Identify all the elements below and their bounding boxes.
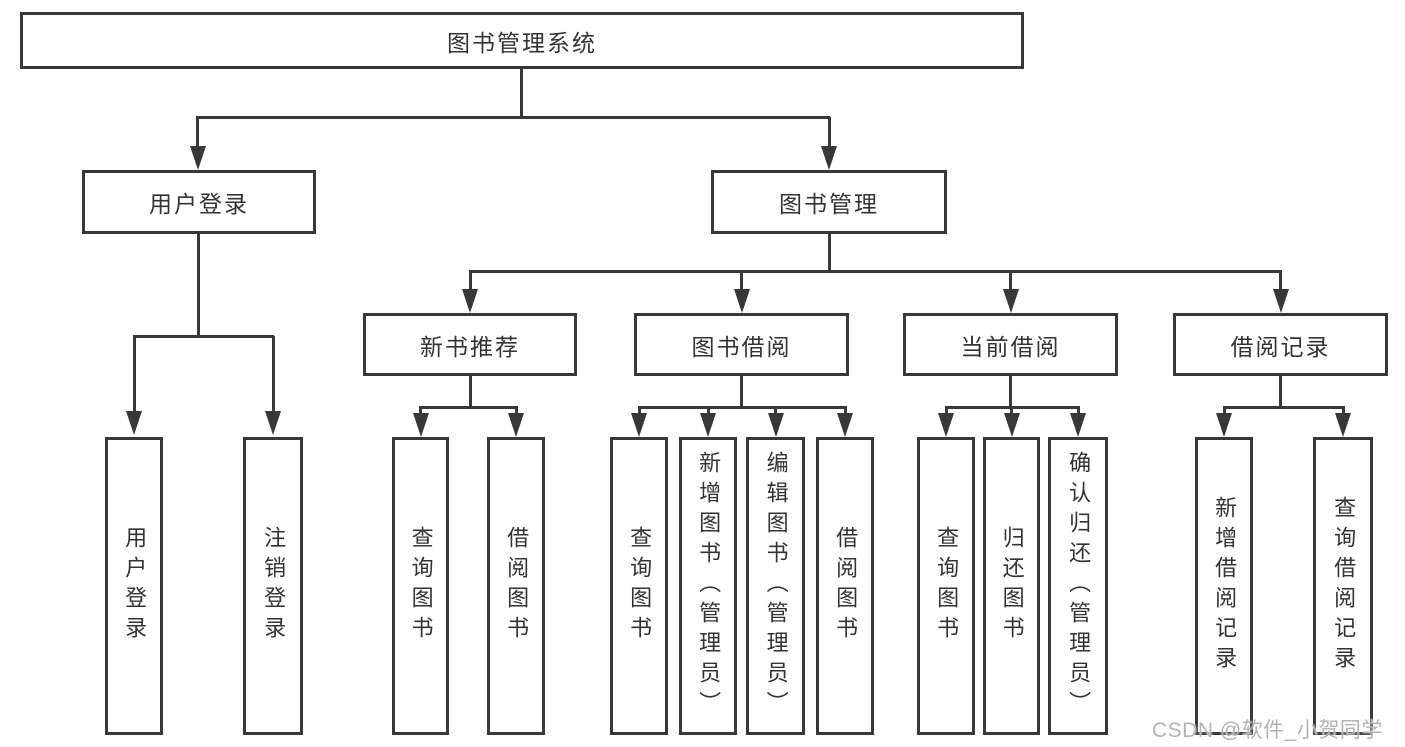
- connector-to-leaf-query-books-3: [944, 407, 948, 415]
- leaf-edit-book-admin: 编辑图书（管理员）: [746, 437, 805, 735]
- leaf-return-books-label: 归还图书: [999, 526, 1025, 646]
- connector-user-login-hline: [132, 334, 274, 338]
- leaf-return-books: 归还图书: [983, 437, 1040, 735]
- leaf-logout: 注销登录: [243, 437, 303, 735]
- arrowhead-leaf-borrow-books-1: [508, 413, 524, 437]
- node-user-login-label: 用户登录: [149, 191, 249, 217]
- leaf-query-books-2: 查询图书: [610, 437, 668, 735]
- watermark: CSDN @软件_小贺同学: [1152, 719, 1383, 742]
- leaf-query-books-1-label: 查询图书: [408, 526, 434, 646]
- arrowhead-book-management: [821, 146, 837, 170]
- node-book-management: 图书管理: [711, 170, 947, 234]
- node-user-login: 用户登录: [82, 170, 316, 234]
- connector-to-new-book-recommend: [468, 271, 472, 293]
- connector-root-stub: [520, 68, 523, 118]
- connector-to-leaf-user-login: [132, 336, 136, 413]
- leaf-confirm-return-admin-label: 确认归还（管理员）: [1066, 451, 1092, 721]
- connector-to-leaf-query-borrow-record: [1341, 407, 1345, 415]
- node-book-borrow-label: 图书借阅: [691, 333, 792, 360]
- leaf-add-book-admin: 新增图书（管理员）: [679, 437, 737, 735]
- connector-borrow-records-stub: [1279, 376, 1282, 407]
- arrowhead-leaf-edit-book: [767, 413, 784, 437]
- node-borrow-records: 借阅记录: [1173, 313, 1388, 376]
- connector-to-user-login: [196, 117, 199, 149]
- arrowhead-leaf-user-login: [126, 411, 142, 435]
- leaf-borrow-books-1-label: 借阅图书: [504, 526, 530, 646]
- connector-to-leaf-add-book: [706, 407, 710, 415]
- leaf-query-books-3: 查询图书: [917, 437, 975, 735]
- connector-to-leaf-borrow-books-1: [514, 407, 518, 415]
- connector-level2-hline: [196, 115, 830, 119]
- arrowhead-leaf-logout: [265, 411, 281, 435]
- node-book-management-label: 图书管理: [779, 191, 879, 217]
- connector-book-management-stub: [827, 232, 831, 272]
- arrowhead-leaf-query-borrow-record: [1335, 413, 1351, 437]
- connector-to-leaf-add-borrow-record: [1222, 407, 1226, 415]
- leaf-query-borrow-record: 查询借阅记录: [1313, 437, 1373, 735]
- arrowhead-leaf-confirm-return: [1070, 413, 1086, 437]
- connector-borrow-records-hline: [1222, 405, 1345, 409]
- node-current-borrow-label: 当前借阅: [960, 333, 1061, 360]
- leaf-edit-book-admin-label: 编辑图书（管理员）: [763, 451, 789, 721]
- arrowhead-leaf-return-books: [1003, 413, 1020, 437]
- leaf-query-books-2-label: 查询图书: [627, 526, 653, 646]
- leaf-borrow-books-1: 借阅图书: [487, 437, 545, 735]
- arrowhead-leaf-query-books-2: [631, 413, 647, 437]
- arrowhead-leaf-borrow-books-2: [837, 413, 853, 437]
- node-new-book-recommend-label: 新书推荐: [420, 333, 520, 360]
- arrowhead-leaf-query-books-1: [412, 413, 429, 437]
- connector-to-leaf-return-books: [1010, 407, 1013, 415]
- connector-to-current-borrow: [1009, 271, 1012, 293]
- connector-to-leaf-borrow-books-2: [843, 407, 847, 415]
- connector-to-leaf-edit-book: [774, 407, 777, 415]
- arrowhead-new-book-recommend: [462, 289, 478, 313]
- leaf-query-books-3-label: 查询图书: [934, 526, 960, 646]
- node-root-label: 图书管理系统: [447, 29, 597, 56]
- arrowhead-borrow-records: [1272, 289, 1289, 313]
- connector-new-book-recommend-stub: [468, 375, 472, 407]
- node-borrow-records-label: 借阅记录: [1230, 333, 1331, 360]
- node-current-borrow: 当前借阅: [903, 313, 1118, 376]
- connector-book-borrow-stub: [740, 375, 743, 407]
- leaf-user-login: 用户登录: [105, 437, 163, 735]
- leaf-user-login-label: 用户登录: [122, 526, 148, 646]
- leaf-logout-label: 注销登录: [261, 526, 287, 646]
- node-new-book-recommend: 新书推荐: [363, 313, 577, 376]
- connector-user-login-stub: [196, 232, 200, 336]
- arrowhead-leaf-add-book: [700, 413, 716, 437]
- connector-current-borrow-stub: [1009, 376, 1012, 407]
- arrowhead-leaf-query-books-3: [938, 413, 954, 437]
- connector-to-leaf-query-books-2: [637, 407, 641, 415]
- leaf-add-borrow-record: 新增借阅记录: [1195, 437, 1253, 735]
- leaf-query-borrow-record-label: 查询借阅记录: [1331, 496, 1357, 676]
- arrowhead-current-borrow: [1002, 289, 1019, 313]
- connector-to-leaf-query-books-1: [419, 407, 422, 415]
- connector-to-book-management: [827, 117, 831, 149]
- connector-to-book-borrow: [740, 271, 743, 293]
- arrowhead-book-borrow: [733, 289, 750, 313]
- leaf-borrow-books-2: 借阅图书: [816, 437, 874, 735]
- connector-to-leaf-logout: [271, 336, 275, 413]
- connector-new-book-recommend-hline: [419, 405, 518, 409]
- leaf-borrow-books-2-label: 借阅图书: [833, 526, 859, 646]
- connector-book-borrow-hline: [637, 405, 847, 409]
- connector-level3-hline: [468, 269, 1282, 273]
- leaf-confirm-return-admin: 确认归还（管理员）: [1048, 437, 1108, 735]
- node-book-borrow: 图书借阅: [634, 313, 849, 376]
- leaf-query-books-1: 查询图书: [392, 437, 449, 735]
- arrowhead-user-login: [189, 146, 206, 170]
- connector-to-borrow-records: [1279, 271, 1282, 293]
- leaf-add-book-admin-label: 新增图书（管理员）: [696, 451, 722, 721]
- leaf-add-borrow-record-label: 新增借阅记录: [1212, 496, 1238, 676]
- node-root: 图书管理系统: [20, 12, 1024, 69]
- arrowhead-leaf-add-borrow-record: [1216, 413, 1232, 437]
- connector-to-leaf-confirm-return: [1076, 407, 1080, 415]
